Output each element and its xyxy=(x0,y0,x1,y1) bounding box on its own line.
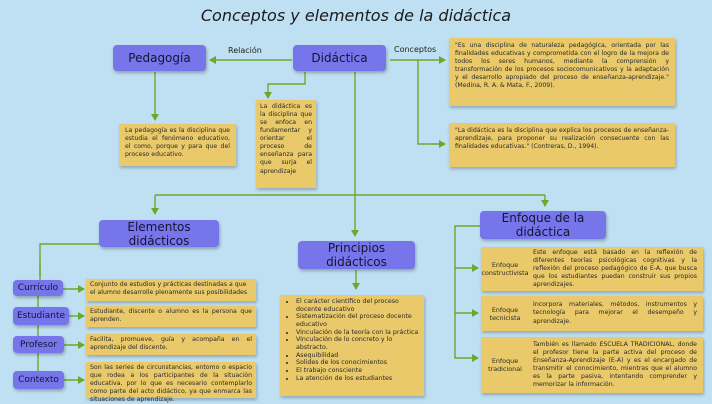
principle-item: Vinculación de la teoría con la práctica xyxy=(296,329,420,337)
principle-item: La atención de los estudiantes xyxy=(296,375,420,383)
node-profesor: Profesor xyxy=(13,336,64,353)
principles-list: El carácter científico del proceso docen… xyxy=(280,295,424,396)
note-curriculo: Conjunto de estudios y prácticas destina… xyxy=(86,279,256,301)
enfoque-label: Enfoque constructivista xyxy=(481,261,529,277)
edge-label-relacion: Relación xyxy=(228,46,262,55)
node-principios-didacticos: Principios didácticos xyxy=(298,241,415,269)
note-profesor: Facilita, promueve, guía y acompaña en e… xyxy=(86,334,256,355)
principle-item: El carácter científico del proceso docen… xyxy=(296,298,420,313)
enfoque-label: Enfoque tradicional xyxy=(488,357,522,373)
diagram-title: Conceptos y elementos de la didáctica xyxy=(200,6,512,25)
enfoque-text: Incorpora materiales, métodos, instrumen… xyxy=(533,301,697,325)
principle-item: El trabajo consciente xyxy=(296,367,420,375)
note-pedagogia: La pedagogía es la disciplina que estudi… xyxy=(119,124,236,166)
node-pedagogia: Pedagogía xyxy=(113,45,206,71)
enfoque-text: También es llamado ESCUELA TRADICIONAL, … xyxy=(533,340,697,389)
principle-item: Sistematización del proceso docente educ… xyxy=(296,313,420,328)
node-curriculo: Currículo xyxy=(13,280,63,296)
enfoque-label: Enfoque tecnicista xyxy=(489,305,521,322)
enfoque-tecnicista: Enfoque tecnicista Incorpora materiales,… xyxy=(481,296,703,331)
node-contexto: Contexto xyxy=(13,371,64,389)
enfoque-text: Este enfoque está basado en la reflexión… xyxy=(533,248,697,289)
principle-item: Vinculación de lo concreto y lo abstract… xyxy=(296,336,420,351)
note-estudiante: Estudiante, discente o alumno es la pers… xyxy=(86,306,256,327)
note-concepto-contreras: "La didáctica es la disciplina que expli… xyxy=(449,123,675,167)
node-didactica: Didáctica xyxy=(293,45,386,71)
note-concepto-medina: "Es una disciplina de naturaleza pedagóg… xyxy=(449,38,675,106)
enfoque-tradicional: Enfoque tradicional También es llamado E… xyxy=(481,337,703,393)
principle-item: Asequibilidad xyxy=(296,352,420,360)
node-estudiante: Estudiante xyxy=(13,307,69,325)
enfoque-constructivista: Enfoque constructivista Este enfoque est… xyxy=(481,247,703,291)
principle-item: Solides de los conocimientos xyxy=(296,359,420,367)
edge-label-conceptos: Conceptos xyxy=(394,45,437,54)
node-enfoque-didactica: Enfoque de la didáctica xyxy=(480,211,606,239)
note-didactica: La didáctica es la disciplina que se enf… xyxy=(256,100,316,188)
note-contexto: Son las series de circunstancias, entomo… xyxy=(86,362,256,403)
node-elementos-didacticos: Elementos didácticos xyxy=(99,220,219,248)
